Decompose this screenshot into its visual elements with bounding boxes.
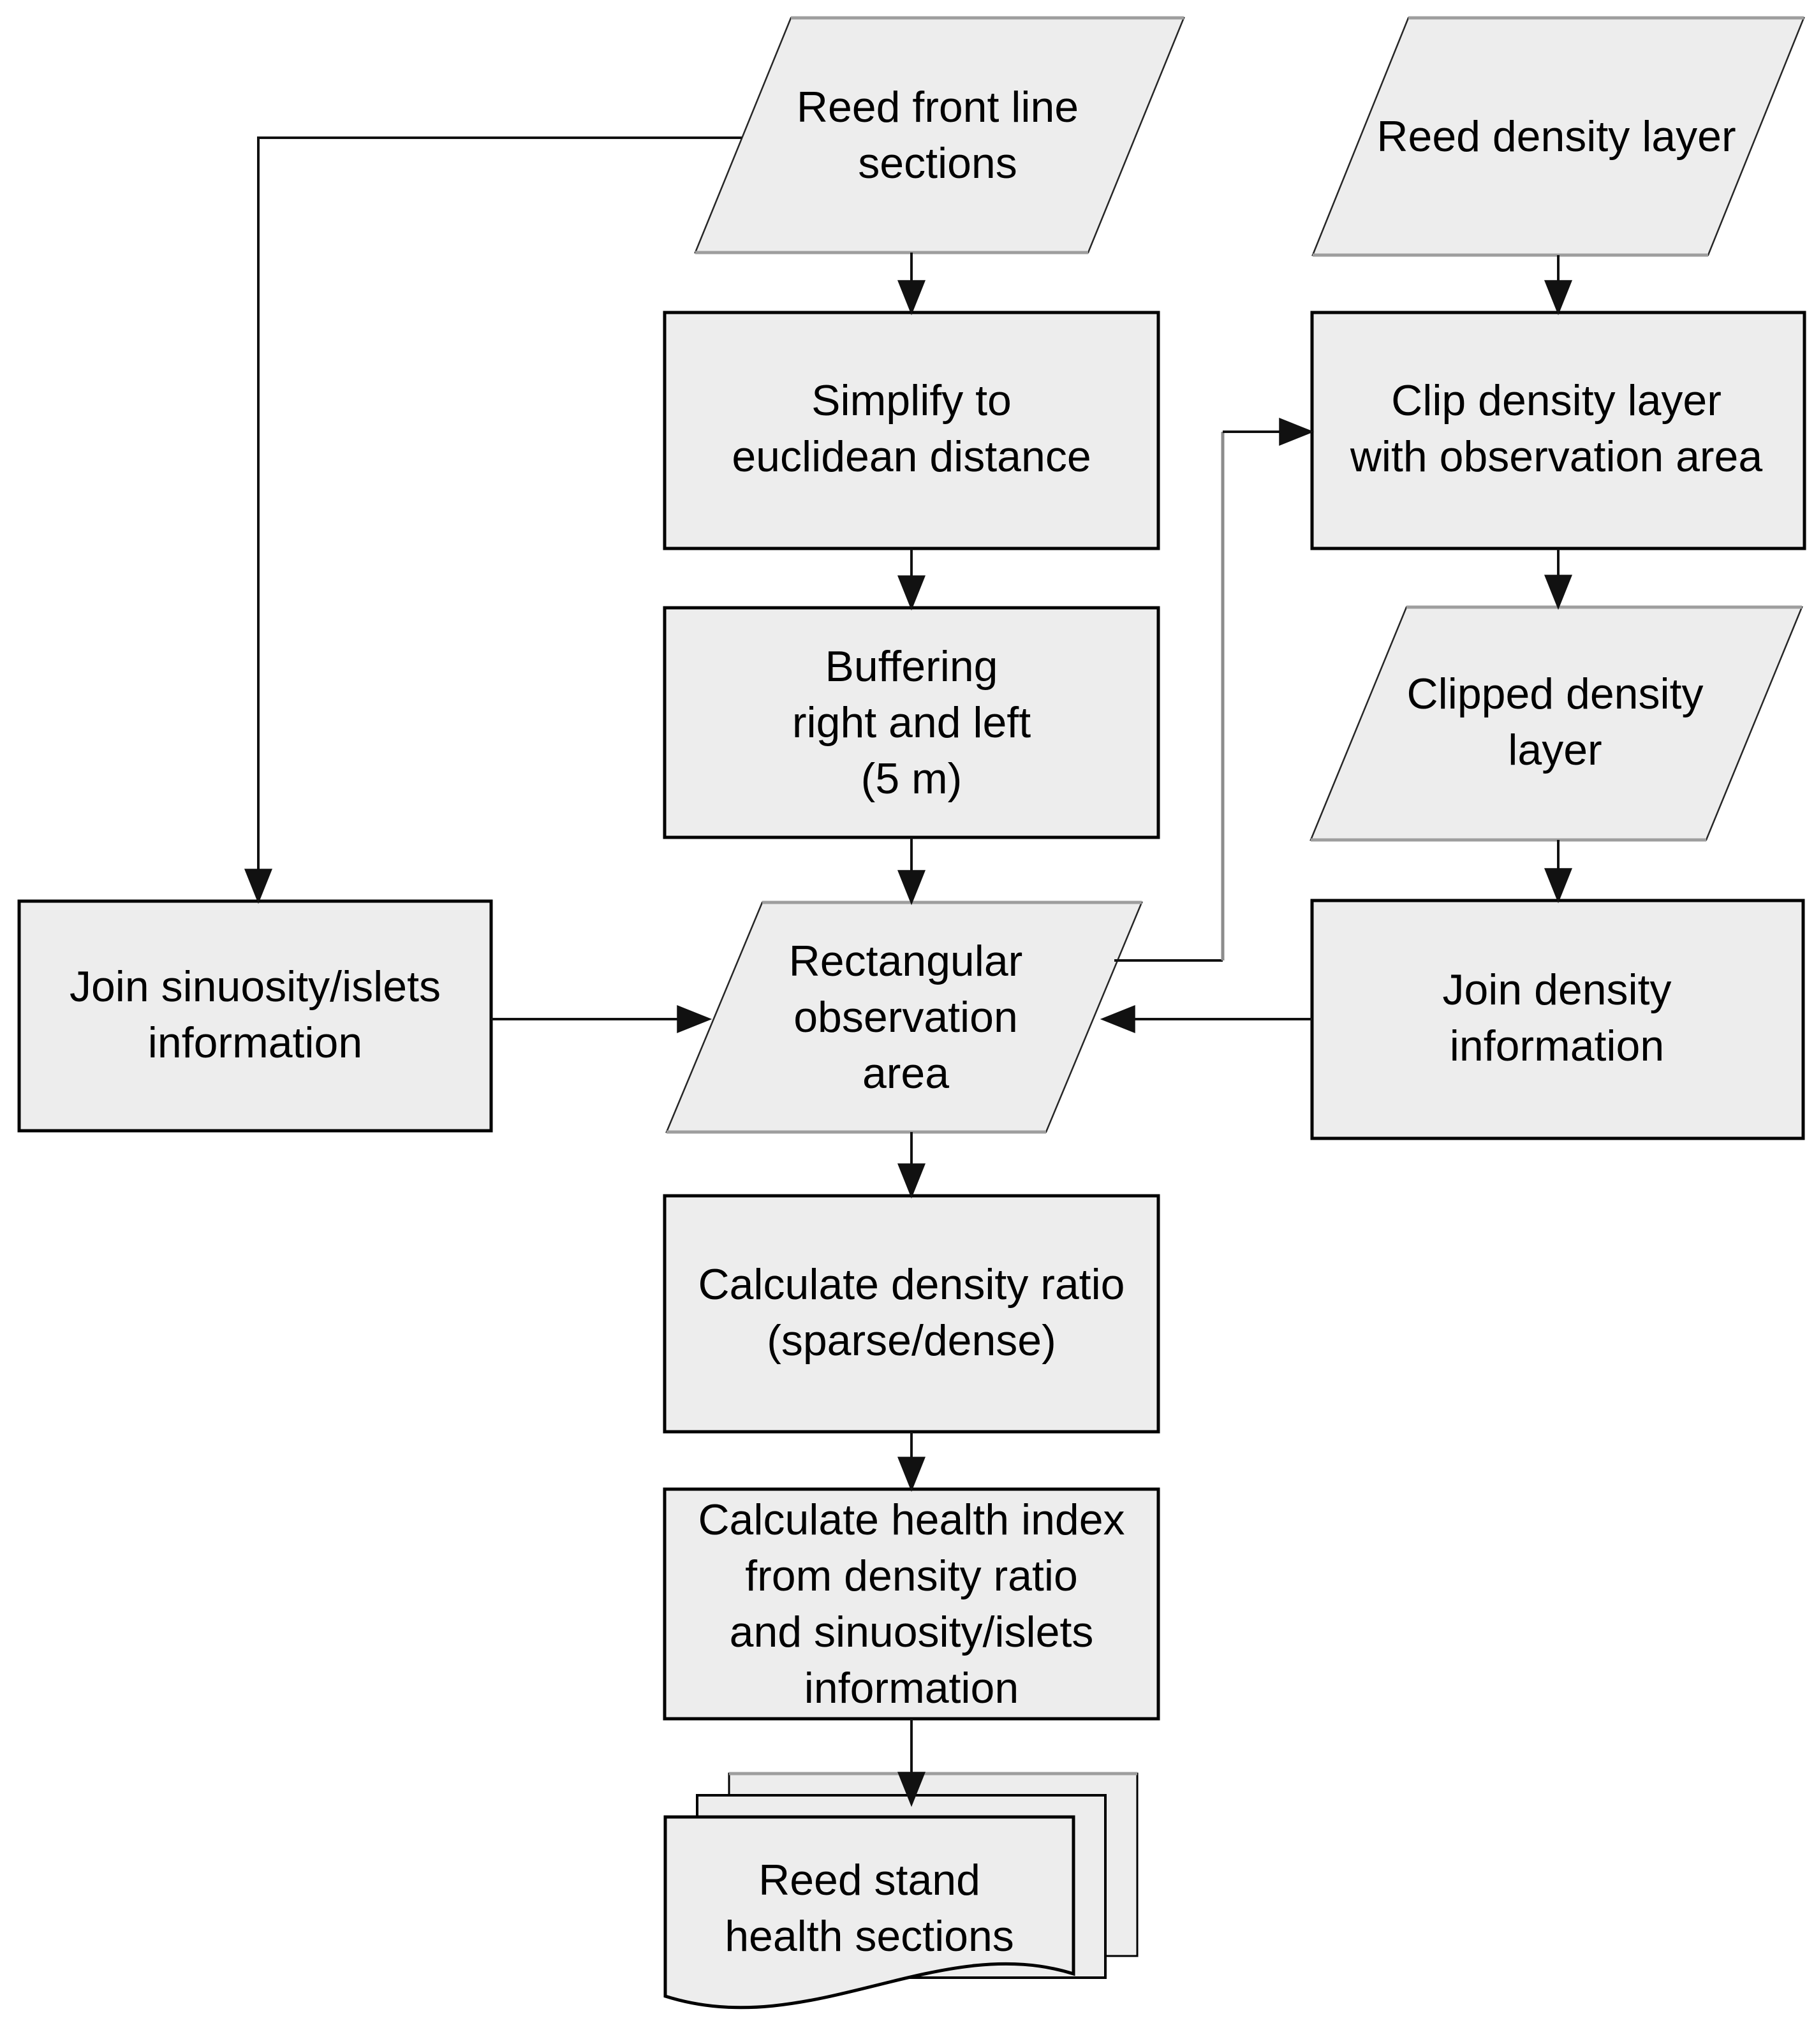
node-rectangular-observation-area: Rectangular observation area (665, 901, 1143, 1134)
join-density-information-label-line-2: information (1450, 1022, 1664, 1070)
join-sinuosity-islets-information-box (17, 899, 493, 1133)
calculate-health-index-label-line-2: from density ratio (745, 1552, 1078, 1600)
edge-front-line-to-join-sinuosity (244, 136, 742, 904)
join-density-information-box (1310, 899, 1805, 1140)
join-sinuosity-islets-information-label-line-1: Join sinuosity/islets (70, 962, 441, 1011)
reed-front-line-sections-label-line-1: Reed front line (797, 83, 1079, 131)
reed-stand-health-sections-label-line-1: Reed stand (758, 1856, 980, 1904)
node-reed-stand-health-sections: Reed stand health sections (663, 1772, 1139, 2010)
node-simplify-to-euclidean-distance: Simplify to euclidean distance (663, 311, 1160, 550)
buffering-right-and-left-label-line-1: Buffering (825, 642, 998, 691)
rectangular-observation-area-label-line-2: observation (793, 993, 1018, 1041)
buffering-right-and-left-label-line-3: (5 m) (861, 754, 963, 803)
calculate-health-index-label-line-4: information (804, 1664, 1019, 1712)
simplify-to-euclidean-distance-box (663, 311, 1160, 550)
node-reed-front-line-sections: Reed front line sections (694, 16, 1185, 254)
join-sinuosity-islets-information-label-line-2: information (148, 1018, 362, 1067)
buffering-right-and-left-box (663, 606, 1160, 839)
clipped-density-layer-label-line-1: Clipped density (1407, 670, 1704, 718)
reed-front-line-sections-label-line-2: sections (858, 139, 1017, 187)
simplify-to-euclidean-distance-label-line-2: euclidean distance (732, 432, 1091, 481)
reed-stand-health-sections-label-line-2: health sections (725, 1912, 1014, 1960)
clip-density-layer-label-line-2: with observation area (1350, 432, 1763, 481)
node-calculate-density-ratio: Calculate density ratio (sparse/dense) (663, 1194, 1160, 1434)
calculate-health-index-label-line-3: and sinuosity/islets (730, 1608, 1094, 1656)
buffering-right-and-left-label-line-2: right and left (792, 698, 1031, 747)
node-join-sinuosity-islets-information: Join sinuosity/islets information (17, 899, 493, 1133)
reed-density-layer-label-line-1: Reed density layer (1376, 112, 1736, 161)
clip-density-layer-label-line-1: Clip density layer (1391, 376, 1722, 425)
node-reed-density-layer: Reed density layer (1311, 16, 1805, 257)
clip-density-layer-box (1310, 311, 1806, 550)
calculate-density-ratio-box (663, 1194, 1160, 1434)
simplify-to-euclidean-distance-label-line-1: Simplify to (811, 376, 1012, 425)
join-density-information-label-line-1: Join density (1442, 966, 1671, 1014)
calculate-density-ratio-label-line-2: (sparse/dense) (767, 1316, 1056, 1365)
rectangular-observation-area-label-line-1: Rectangular (789, 937, 1023, 985)
reed-front-line-sections-parallelogram (694, 17, 1185, 254)
calculate-density-ratio-label-line-1: Calculate density ratio (698, 1260, 1125, 1309)
reed-stand-health-sections-front-page (663, 1815, 1075, 2010)
node-clipped-density-layer: Clipped density layer (1309, 605, 1803, 842)
node-join-density-information: Join density information (1310, 899, 1805, 1140)
node-clip-density-layer: Clip density layer with observation area (1310, 311, 1806, 550)
calculate-health-index-label-line-1: Calculate health index (698, 1496, 1125, 1544)
clipped-density-layer-parallelogram (1309, 606, 1803, 841)
node-buffering-right-and-left: Buffering right and left (5 m) (663, 606, 1160, 839)
rectangular-observation-area-label-line-3: area (862, 1049, 949, 1098)
node-calculate-health-index: Calculate health index from density ratio… (663, 1487, 1160, 1721)
clipped-density-layer-label-line-2: layer (1508, 726, 1602, 774)
